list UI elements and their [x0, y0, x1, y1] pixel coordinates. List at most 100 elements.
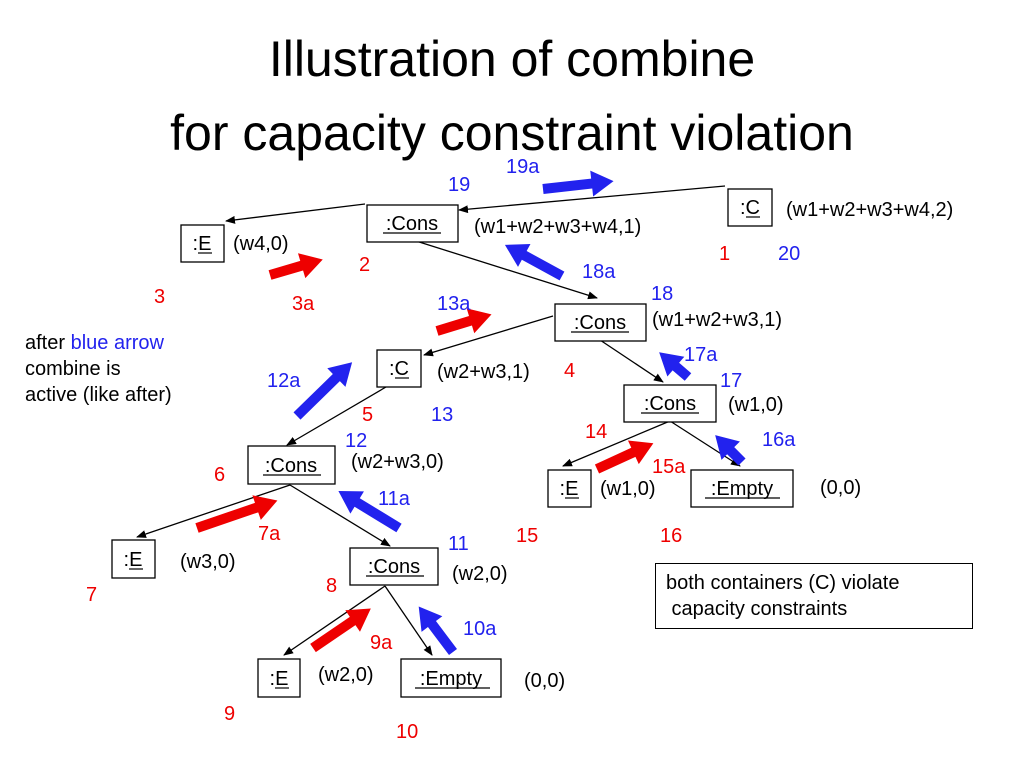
tree-edges [136, 185, 741, 656]
red-arrows [195, 253, 654, 653]
node-cons-mid: :Cons [554, 303, 647, 342]
edge-consmid-consright [599, 339, 664, 383]
title-line-2: for capacity constraint violation [170, 105, 854, 161]
node-values: (w1+w2+w3+w4,2) (w1+w2+w3+w4,1) (w4,0) (… [180, 199, 953, 692]
label-18: 18 [651, 283, 673, 305]
label-17a: 17a [684, 344, 718, 366]
node-cons-low: :Cons [349, 547, 439, 586]
label-11a: 11a [378, 488, 411, 510]
label-12a: 12a [267, 370, 301, 392]
value-cons-mid: (w1+w2+w3,1) [652, 309, 782, 331]
value-cons-left: (w2+w3,0) [351, 451, 444, 473]
label-16: 16 [660, 525, 682, 547]
label-2: 2 [359, 254, 370, 276]
red-arrow-7a [195, 495, 278, 533]
edge-consleft-conslow [289, 484, 391, 547]
edge-cmid-consleft [286, 386, 387, 446]
title-line-1: Illustration of combine [268, 31, 756, 87]
label-4: 4 [564, 360, 575, 382]
value-e-w2: (w2,0) [318, 664, 374, 686]
label-6: 6 [214, 464, 225, 486]
label-19: 19 [448, 174, 470, 196]
edge-constop-consmid [415, 240, 598, 300]
side-note-line-1: after blue arrow [25, 330, 172, 356]
blue-arrow-17a [659, 352, 692, 381]
node-empty-low: :Empty [400, 658, 502, 698]
label-20: 20 [778, 243, 800, 265]
node-empty-right-label: :Empty [711, 478, 773, 500]
node-e-w1: :E [547, 469, 592, 508]
value-e-w3: (w3,0) [180, 551, 236, 573]
blue-arrow-19a [542, 170, 614, 197]
value-cons-low: (w2,0) [452, 563, 508, 585]
label-10a: 10a [463, 618, 497, 640]
node-c-top-label: :C [740, 197, 760, 219]
label-9: 9 [224, 703, 235, 725]
label-7a: 7a [258, 523, 281, 545]
blue-arrow-12a [293, 362, 353, 420]
node-cons-top: :Cons [366, 204, 459, 243]
node-e-w1-label: :E [560, 478, 579, 500]
blue-arrows [293, 170, 746, 656]
label-14: 14 [585, 421, 607, 443]
red-arrow-9a [310, 608, 371, 653]
edge-consleft-ew3 [136, 484, 291, 538]
node-c-mid: :C [376, 349, 422, 388]
node-cons-right: :Cons [623, 384, 717, 423]
label-3: 3 [154, 286, 165, 308]
side-note-prefix: after [25, 332, 66, 354]
blue-arrow-18a [504, 244, 565, 281]
node-e-w4-label: :E [193, 233, 212, 255]
label-17: 17 [720, 370, 742, 392]
node-c-top: :C [727, 188, 773, 227]
label-13a: 13a [437, 293, 471, 315]
value-c-top: (w1+w2+w3+w4,2) [786, 199, 953, 221]
node-cons-left-label: :Cons [265, 455, 317, 477]
label-16a: 16a [762, 429, 796, 451]
edge-consright-ew1 [562, 420, 671, 467]
node-cons-right-label: :Cons [644, 393, 696, 415]
red-arrow-3a [268, 253, 323, 280]
node-empty-right: :Empty [690, 469, 794, 508]
side-note: after blue arrow combine is active (like… [25, 330, 172, 408]
label-8: 8 [326, 575, 337, 597]
node-e-w3-label: :E [124, 549, 143, 571]
node-c-mid-label: :C [389, 358, 409, 380]
edge-constop-ew4 [225, 203, 366, 224]
label-5: 5 [362, 404, 373, 426]
value-e-w4: (w4,0) [233, 233, 289, 255]
label-19a: 19a [506, 156, 540, 178]
value-empty-right: (0,0) [820, 477, 861, 499]
constraint-note-line-1: both containers (C) violate [666, 572, 900, 594]
node-cons-mid-label: :Cons [574, 312, 626, 334]
label-18a: 18a [582, 261, 616, 283]
value-cons-right: (w1,0) [728, 394, 784, 416]
side-note-line-3: active (like after) [25, 384, 172, 406]
label-3a: 3a [292, 293, 315, 315]
node-e-w3: :E [111, 539, 156, 579]
red-arrow-15a [594, 440, 654, 474]
edge-consmid-cmid [423, 315, 554, 357]
node-empty-low-label: :Empty [420, 668, 482, 690]
constraint-note-line-2: capacity constraints [666, 598, 848, 620]
edge-conslow-emptylow [384, 585, 433, 656]
node-e-w2-label: :E [270, 668, 289, 690]
label-7: 7 [86, 584, 97, 606]
value-c-mid: (w2+w3,1) [437, 361, 530, 383]
node-e-w4: :E [180, 224, 225, 263]
node-cons-left: :Cons [247, 445, 336, 485]
label-15a: 15a [652, 456, 686, 478]
side-note-highlight: blue arrow [70, 332, 164, 354]
edge-ctop-constop [458, 185, 726, 214]
label-12: 12 [345, 430, 367, 452]
value-empty-low: (0,0) [524, 670, 565, 692]
edge-consright-emptyright [669, 420, 741, 467]
blue-arrow-10a [418, 606, 457, 656]
label-15: 15 [516, 525, 538, 547]
node-cons-top-label: :Cons [386, 213, 438, 235]
label-10: 10 [396, 721, 418, 743]
step-labels: 1 2 3 4 5 6 7 8 9 10 11 12 13 14 15 16 1… [86, 156, 800, 743]
blue-arrow-16a [715, 435, 746, 466]
